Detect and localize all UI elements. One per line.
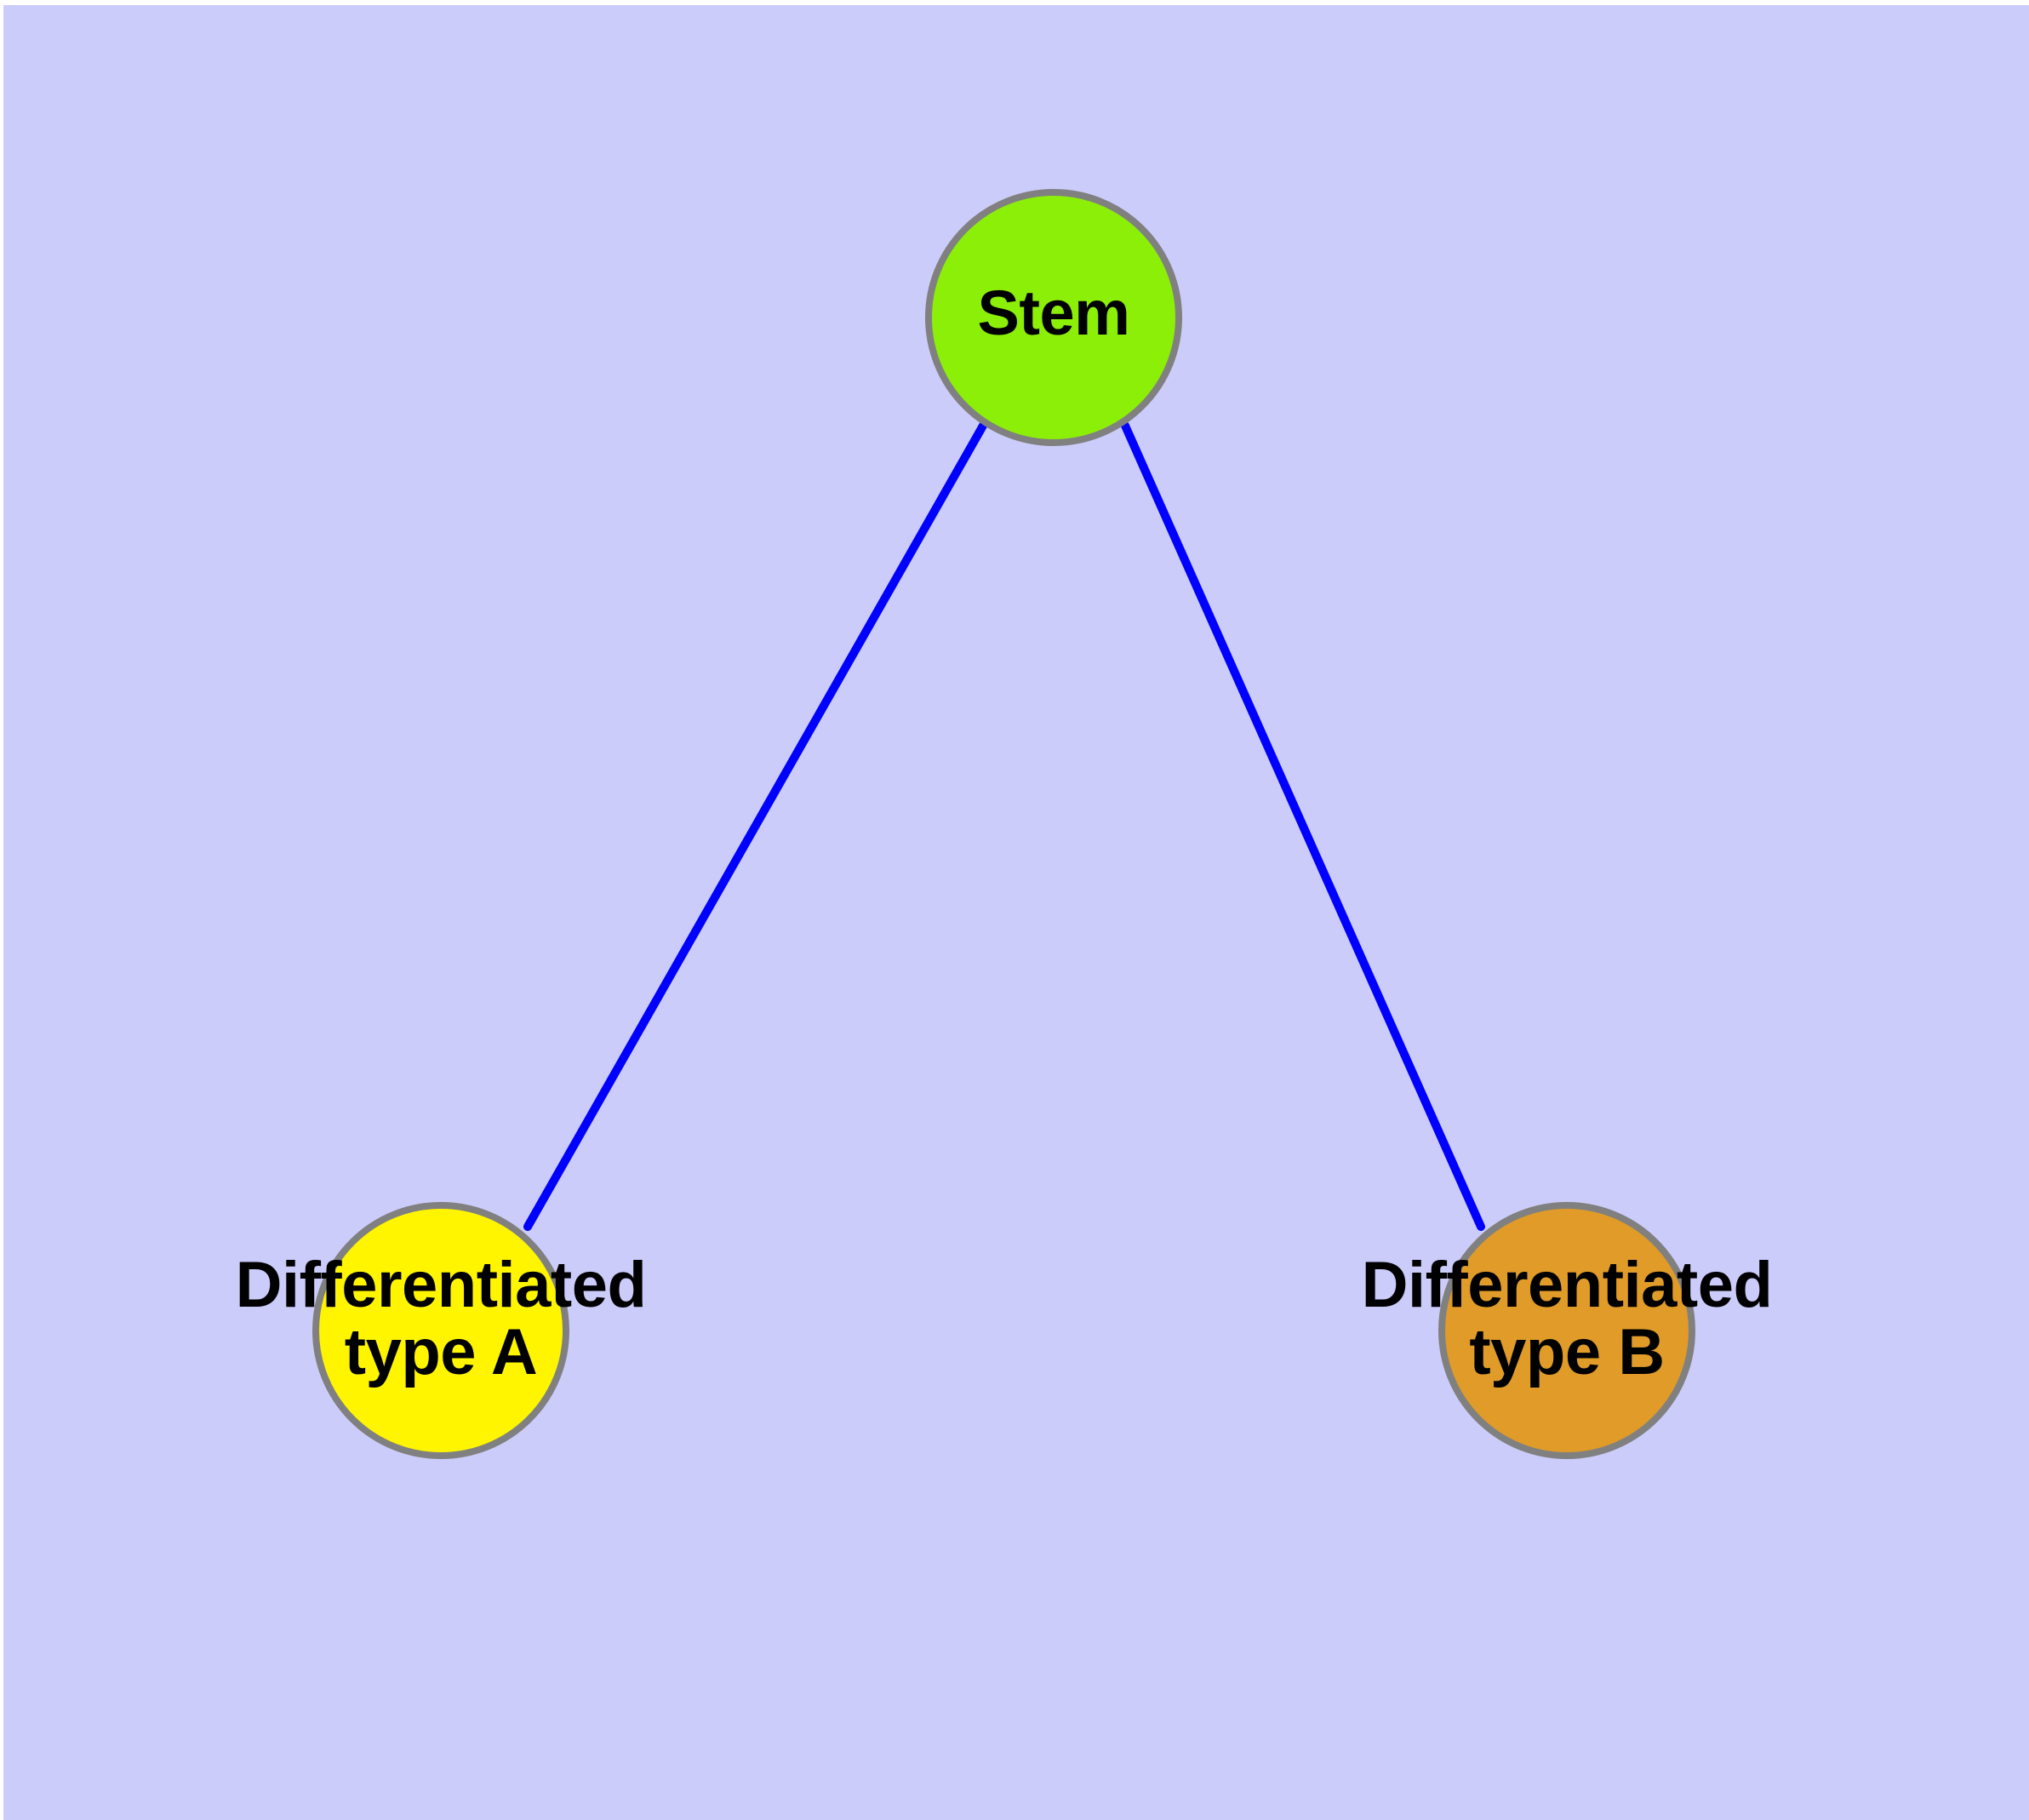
node-layer bbox=[312, 189, 1695, 1459]
edge-layer bbox=[523, 421, 1485, 1231]
node-diff-b-circle[interactable] bbox=[1438, 1202, 1695, 1459]
edge-stem-diff-a bbox=[523, 421, 987, 1231]
node-stem-circle[interactable] bbox=[925, 189, 1182, 446]
node-diff-a-circle[interactable] bbox=[312, 1202, 569, 1459]
edge-stem-diff-b bbox=[1121, 421, 1485, 1231]
